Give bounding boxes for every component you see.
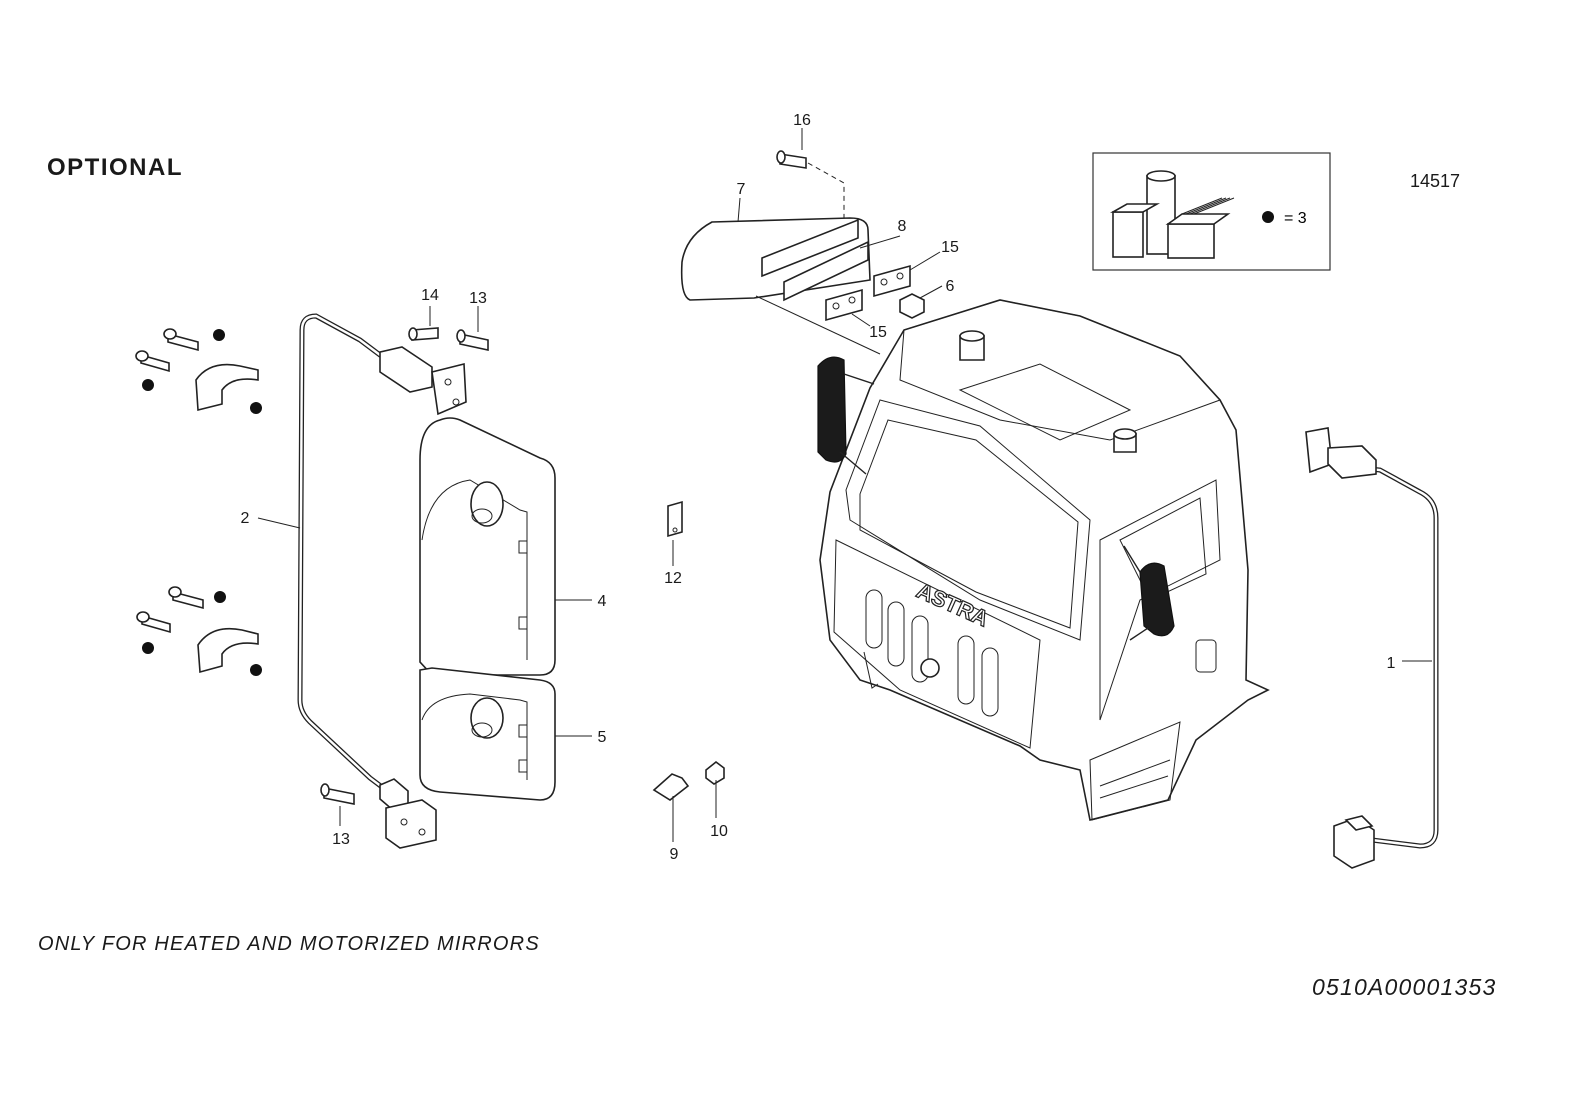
callout-5: 5 (598, 729, 607, 746)
legend-dot-icon (250, 664, 262, 676)
lower-clamp-set (136, 586, 262, 676)
legend-dot-icon (213, 329, 225, 341)
callout-15-lower: 15 (869, 324, 887, 341)
callout-4: 4 (598, 593, 607, 610)
leader-lines (257, 128, 1432, 842)
small-connectors (652, 500, 725, 801)
callout-10: 10 (710, 823, 728, 840)
callout-15-upper: 15 (941, 239, 959, 256)
document-number: 0510A00001353 (1312, 974, 1497, 1000)
legend-symbol-parts (1109, 170, 1235, 259)
callout-7: 7 (737, 181, 746, 198)
page-title: OPTIONAL (47, 154, 183, 181)
callout-6: 6 (946, 278, 955, 295)
screws (320, 150, 845, 805)
legend-box: = 3 (1092, 152, 1331, 271)
legend-dot-icon (1262, 211, 1274, 223)
truck-cab: ASTRA (817, 299, 1270, 821)
callout-14: 14 (421, 287, 439, 304)
callout-12: 12 (664, 570, 682, 587)
legend-dot-icon (142, 642, 154, 654)
callout-8: 8 (898, 218, 907, 235)
legend-dot-icon (142, 379, 154, 391)
right-mirror-arm (1305, 427, 1439, 869)
callout-1: 1 (1387, 655, 1396, 672)
left-mirror-assembly (297, 313, 556, 849)
footnote: ONLY FOR HEATED AND MOTORIZED MIRRORS (38, 933, 540, 955)
callout-13-upper: 13 (469, 290, 487, 307)
upper-clamp-set (135, 328, 262, 414)
legend-dot-icon (214, 591, 226, 603)
callout-2: 2 (241, 510, 250, 527)
callout-13-lower: 13 (332, 831, 350, 848)
callout-labels: 1 2 4 5 6 7 8 9 10 12 13 13 14 15 15 16 (241, 112, 1396, 863)
legend-dot-icon (250, 402, 262, 414)
roof-console-parts (680, 217, 925, 355)
callout-9: 9 (670, 846, 679, 863)
legend-label: = 3 (1284, 210, 1307, 227)
plate-number: 14517 (1410, 171, 1461, 191)
callout-16: 16 (793, 112, 811, 129)
